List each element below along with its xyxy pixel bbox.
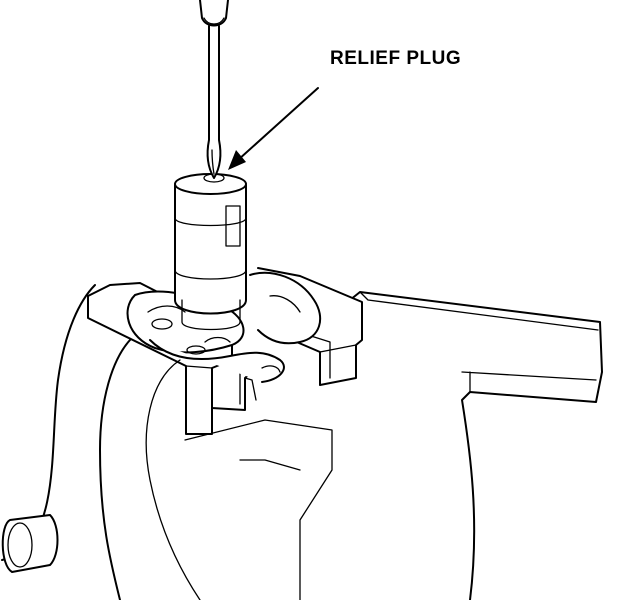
cylinder-neck [181,299,241,331]
vise-screw-box [461,371,597,393]
vise-handle-stub [1,514,59,573]
callout-arrowhead [228,150,246,170]
cloth-print-left [151,318,173,330]
cloth-right-lobe [249,271,322,345]
vise-handle-end [7,522,33,568]
vise-front-body-inner [99,339,131,600]
cylinder-part [174,173,247,331]
cloth-print-front [186,345,206,355]
cylinder-label-plate [225,205,241,247]
screwdriver-handle [199,0,229,27]
cylinder-top [174,173,247,195]
vise-right-jaw-face [319,344,357,353]
cloth-front-fold [149,339,285,383]
callout-leader-line [237,87,319,161]
cylinder-band-lower [174,269,247,280]
screwdriver [199,0,229,179]
relief-plug-label: RELIEF PLUG [330,48,462,69]
cloth-fold-lines [147,295,301,373]
vise-left-jaw-face [185,365,213,369]
callout-leader [228,87,319,170]
cylinder-body [174,184,247,315]
protective-cloth [126,271,322,383]
screwdriver-ferrule [203,17,225,25]
cylinder-band-upper [174,217,247,227]
vise-base-slide [184,419,333,600]
vise-rear-housing [349,291,603,600]
vise-base-slide-lower [239,459,301,471]
vise-front-body-curve [145,359,201,600]
vise-left-jaw-top [87,295,213,435]
screwdriver-shaft [208,25,220,141]
vise-rear-housing-top-edge [359,291,599,331]
screwdriver-tip-highlight [211,149,215,175]
screwdriver-tip [206,139,222,179]
